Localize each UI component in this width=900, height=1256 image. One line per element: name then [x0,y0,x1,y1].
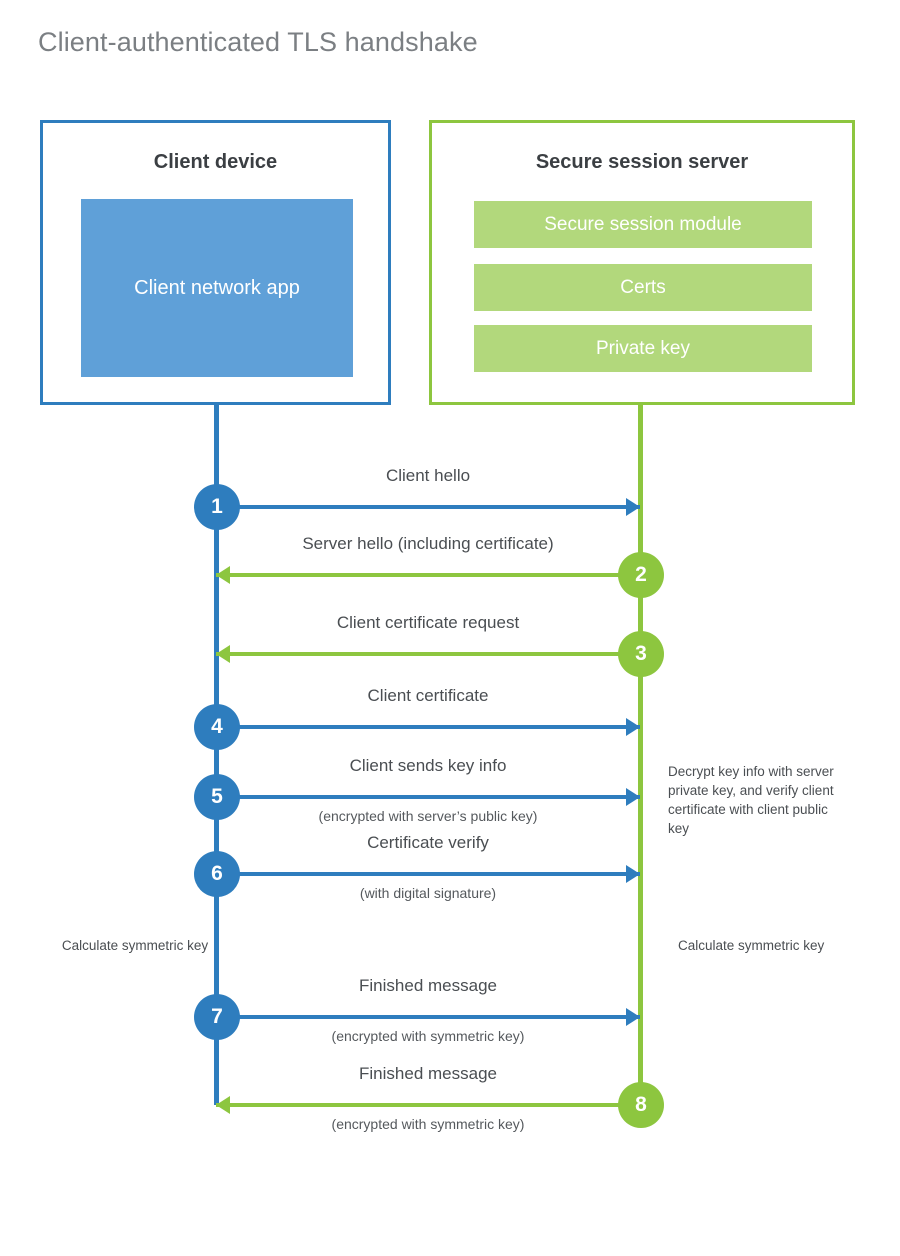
step-5-label: Client sends key info [349,756,507,775]
step-badge-7[interactable]: 7 [194,994,240,1040]
secure-session-server-title: Secure session server [535,151,749,173]
client-device-box: Client device Client network app [40,120,391,405]
step-8-arrow-shaft [216,1103,640,1107]
step-badge-3[interactable]: 3 [618,631,664,677]
step-8-sublabel: (encrypted with symmetric key) [331,1116,525,1132]
secure-session-server-box: Secure session server Secure session mod… [429,120,855,405]
step-6-arrow-shaft [216,872,640,876]
step-4-label: Client certificate [367,686,489,705]
step-4-arrow-shaft [216,725,640,729]
step-4-arrow-head [626,718,640,736]
step-7-arrow-shaft [216,1015,640,1019]
server-item-certs: Certs [474,264,812,311]
step-badge-1[interactable]: 1 [194,484,240,530]
step-7-label: Finished message [359,976,497,995]
step-2-arrow-head [216,566,230,584]
step-badge-5[interactable]: 5 [194,774,240,820]
step-badge-4[interactable]: 4 [194,704,240,750]
step-3-arrow-shaft [216,652,640,656]
step-8-arrow-head [216,1096,230,1114]
step-3-label: Client certificate request [336,613,520,632]
step-6-arrow-head [626,865,640,883]
page-title: Client-authenticated TLS handshake [38,27,478,57]
client-lifeline [214,405,219,1105]
step-1-arrow-head [626,498,640,516]
step-badge-8[interactable]: 8 [618,1082,664,1128]
step-6-label: Certificate verify [367,833,489,852]
client-network-app-block: Client network app [81,199,353,377]
client-device-title: Client device [153,151,278,173]
note-calculate-symmetric-key-server: Calculate symmetric key [678,938,825,953]
step-8-label: Finished message [359,1064,497,1083]
step-2-arrow-shaft [216,573,640,577]
server-item-secure-session-module: Secure session module [474,201,812,248]
step-7-sublabel: (encrypted with symmetric key) [331,1028,525,1044]
note-calculate-symmetric-key-client: Calculate symmetric key [61,938,209,953]
step-badge-2[interactable]: 2 [618,552,664,598]
step-5-arrow-shaft [216,795,640,799]
server-item-private-key: Private key [474,325,812,372]
step-5-sublabel: (encrypted with server’s public key) [318,808,538,824]
step-badge-6[interactable]: 6 [194,851,240,897]
server-lifeline [638,405,643,1105]
step-2-label: Server hello (including certificate) [302,534,554,553]
step-7-arrow-head [626,1008,640,1026]
step-3-arrow-head [216,645,230,663]
step-1-label: Client hello [385,466,471,485]
step-6-sublabel: (with digital signature) [359,885,497,901]
note-decrypt-key-info: Decrypt key info with server private key… [668,764,834,837]
step-1-arrow-shaft [216,505,640,509]
step-5-arrow-head [626,788,640,806]
